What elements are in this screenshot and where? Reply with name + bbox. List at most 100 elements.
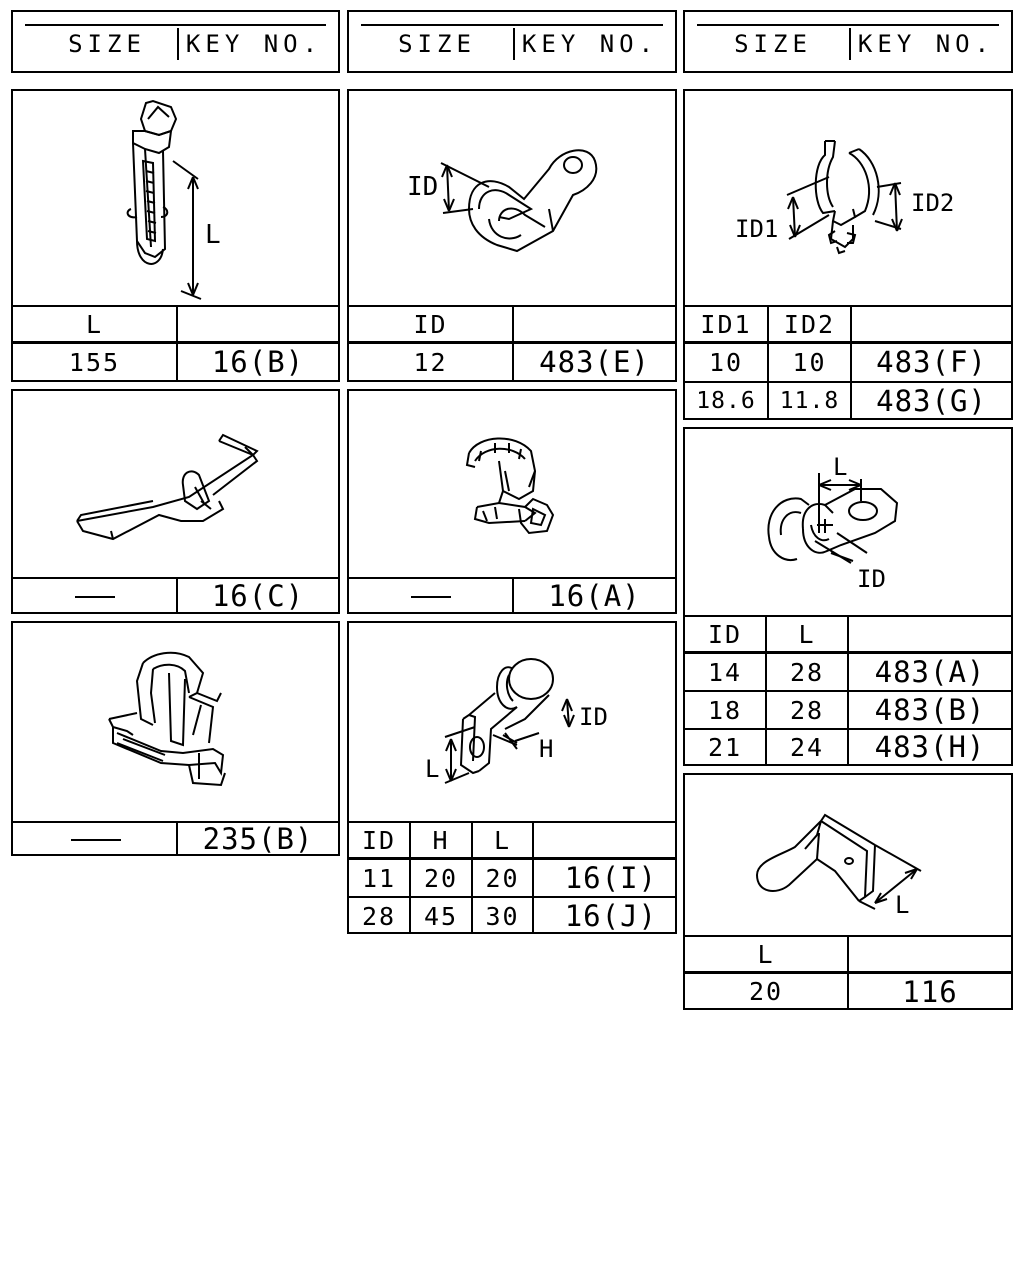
value-id2: 10 xyxy=(792,347,827,377)
key-number: 483(H) xyxy=(874,730,986,764)
no-size-dash xyxy=(411,596,451,598)
value-id1: 10 xyxy=(708,347,744,377)
table-divider xyxy=(847,935,849,1008)
double-clip-drawing: ID1 ID2 xyxy=(735,140,954,255)
column-header-h: H xyxy=(432,825,450,855)
table-divider xyxy=(512,305,514,380)
loop-bracket-drawing: ID H L xyxy=(425,658,608,784)
header-size-label: SIZE xyxy=(398,30,476,58)
header-divider xyxy=(177,28,179,60)
table-rule xyxy=(349,896,675,898)
key-number: 483(E) xyxy=(539,345,650,379)
no-size-dash xyxy=(75,596,115,598)
key-number: 483(F) xyxy=(876,345,987,379)
p-clamp-drawing: ID xyxy=(407,149,598,253)
table-divider xyxy=(765,615,767,764)
dim-label-h: H xyxy=(539,735,553,763)
value-l: 30 xyxy=(485,901,520,931)
header-col-1: SIZE KEY NO. xyxy=(11,10,340,73)
key-number: 16(B) xyxy=(211,345,305,379)
table-divider xyxy=(409,821,411,932)
value-id: 21 xyxy=(707,732,743,762)
key-number: 116 xyxy=(902,974,958,1009)
key-number: 16(C) xyxy=(211,578,305,613)
part-card-push-rivet: L L 155 16(B) xyxy=(11,89,340,382)
table-divider xyxy=(471,821,473,932)
column-header-l: L xyxy=(85,309,104,339)
value-h: 45 xyxy=(423,901,459,931)
value-id: 18 xyxy=(707,695,743,725)
table-rule xyxy=(685,381,1011,383)
table-divider xyxy=(512,577,514,612)
table-divider xyxy=(767,305,769,418)
header-rule xyxy=(25,24,326,26)
part-card-flat-strap: 16(C) xyxy=(11,389,340,614)
dim-label-id2: ID2 xyxy=(911,189,954,217)
part-card-harness-clip: 16(A) xyxy=(347,389,677,614)
part-card-loop-bracket: ID H L ID H L 11 20 20 16(I) 28 45 30 16… xyxy=(347,621,677,934)
value-l: 20 xyxy=(485,863,520,893)
dim-label-l: L xyxy=(425,755,439,783)
value-l: 20 xyxy=(748,977,784,1006)
rail-clip-drawing xyxy=(108,651,226,787)
value-l: 28 xyxy=(789,657,825,687)
table-rule xyxy=(349,821,675,823)
table-divider xyxy=(850,305,852,418)
table-divider xyxy=(176,305,178,380)
key-number: 483(A) xyxy=(874,655,986,689)
part-card-p-clamp: ID ID 12 483(E) xyxy=(347,89,677,382)
column-header-l: L xyxy=(798,619,816,649)
column-header-id2: ID2 xyxy=(783,309,836,339)
key-number: 235(B) xyxy=(202,822,314,856)
dim-label-id: ID xyxy=(857,565,886,593)
table-rule xyxy=(685,305,1011,307)
header-rule xyxy=(361,24,663,26)
key-number: 16(A) xyxy=(548,578,641,613)
dim-label-id: ID xyxy=(579,703,608,731)
key-number: 16(I) xyxy=(564,861,657,895)
column-header-id1: ID1 xyxy=(700,309,752,339)
key-number: 483(G) xyxy=(876,384,987,418)
column-header-l: L xyxy=(493,825,512,855)
table-rule xyxy=(13,577,338,579)
header-divider xyxy=(513,28,515,60)
part-card-tab-clip: L L 20 116 xyxy=(683,773,1013,1010)
header-rule xyxy=(697,24,999,26)
header-col-3: SIZE KEY NO. xyxy=(683,10,1013,73)
part-card-eye-clip: L ID ID L 14 28 483(A) 18 28 483(B) 21 2… xyxy=(683,427,1013,766)
value-id: 14 xyxy=(707,657,743,687)
key-number: 483(B) xyxy=(874,693,986,727)
table-divider xyxy=(532,821,534,932)
value-id: 12 xyxy=(413,347,448,377)
dim-label-id: ID xyxy=(407,172,438,202)
dim-label-id1: ID1 xyxy=(735,215,778,243)
value-l: 155 xyxy=(68,347,121,377)
value-id: 28 xyxy=(361,901,397,931)
header-key-label: KEY NO. xyxy=(185,30,323,58)
table-divider xyxy=(176,821,178,854)
header-size-label: SIZE xyxy=(68,30,146,58)
table-divider xyxy=(847,615,849,764)
tab-clip-drawing: L xyxy=(755,813,922,919)
dim-label-l: L xyxy=(895,891,909,919)
column-header-id: ID xyxy=(413,309,448,339)
part-card-double-clip: ID1 ID2 ID1 ID2 10 10 483(F) 18.6 11.8 4… xyxy=(683,89,1013,420)
harness-clip-drawing xyxy=(465,437,555,535)
part-card-rail-clip: 235(B) xyxy=(11,621,340,856)
key-number: 16(J) xyxy=(564,899,657,933)
column-header-id: ID xyxy=(361,825,397,855)
table-divider xyxy=(176,577,178,612)
value-l: 28 xyxy=(789,695,825,725)
value-id: 11 xyxy=(361,863,397,893)
value-h: 20 xyxy=(423,863,459,893)
no-size-dash xyxy=(71,839,121,841)
flat-strap-drawing xyxy=(76,433,259,541)
table-rule xyxy=(349,857,675,860)
header-col-2: SIZE KEY NO. xyxy=(347,10,677,73)
eye-clip-drawing: L ID xyxy=(767,453,899,593)
table-rule xyxy=(13,821,338,823)
push-rivet-drawing: L xyxy=(126,99,221,300)
header-size-label: SIZE xyxy=(734,30,812,58)
column-header-l: L xyxy=(757,939,775,969)
value-id1: 18.6 xyxy=(696,388,756,414)
